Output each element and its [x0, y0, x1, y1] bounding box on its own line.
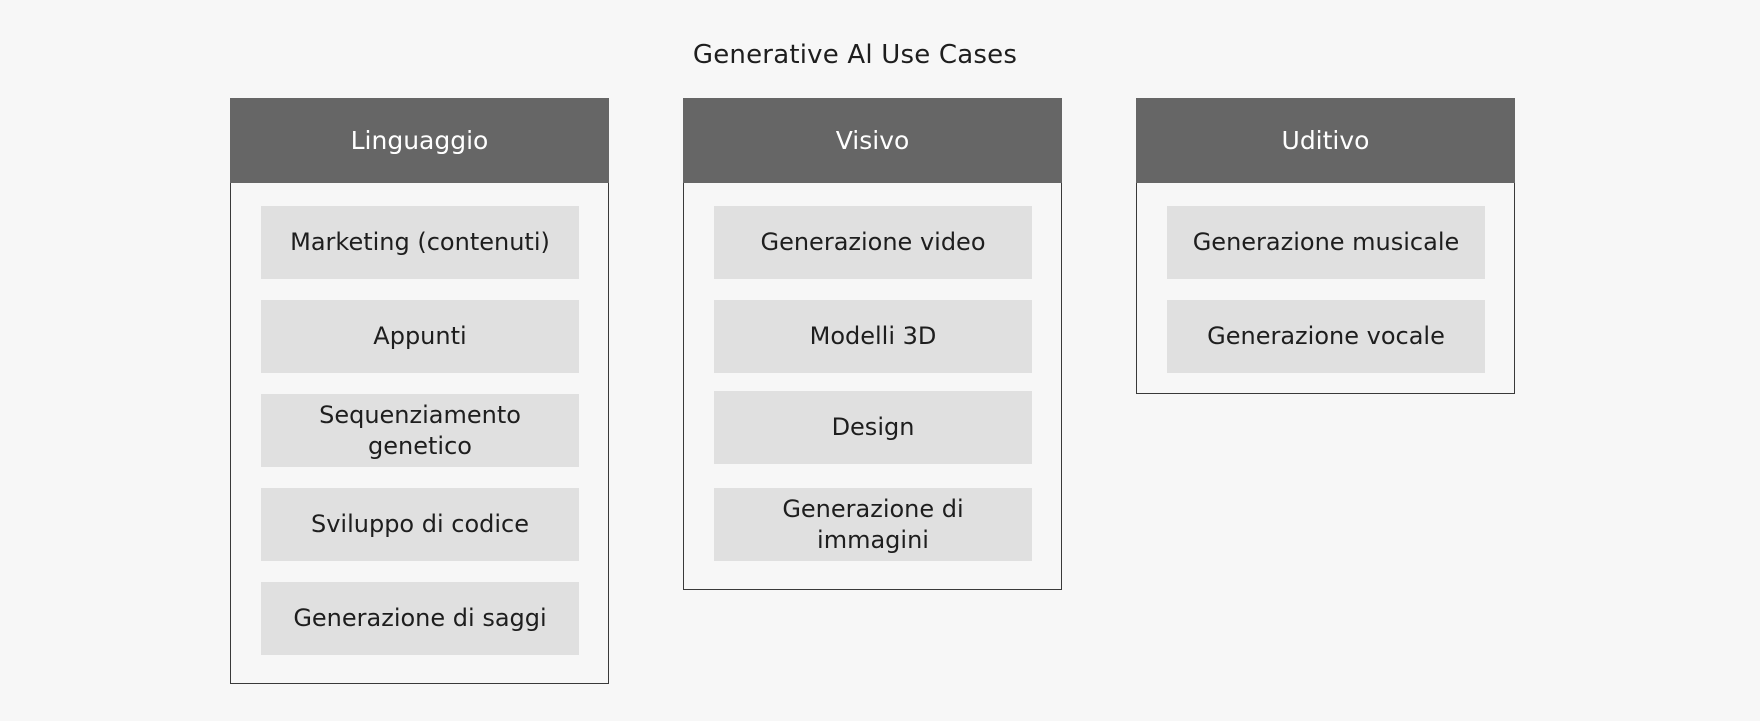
use-case-tile: Generazione di saggi — [261, 582, 579, 655]
use-case-tile: Modelli 3D — [714, 300, 1032, 373]
use-case-tile: Marketing (contenuti) — [261, 206, 579, 279]
column-uditivo: Uditivo Generazione musicale Generazione… — [1136, 98, 1515, 394]
column-header-linguaggio: Linguaggio — [230, 98, 609, 183]
diagram-title: Generative Al Use Cases — [692, 40, 1018, 70]
use-case-tile: Appunti — [261, 300, 579, 373]
column-linguaggio: Linguaggio Marketing (contenuti) Appunti… — [230, 98, 609, 684]
column-header-visivo: Visivo — [683, 98, 1062, 183]
use-case-tile: Sviluppo di codice — [261, 488, 579, 561]
use-case-tile: Sequenziamento genetico — [261, 394, 579, 467]
column-header-uditivo: Uditivo — [1136, 98, 1515, 183]
use-case-tile: Generazione musicale — [1167, 206, 1485, 279]
use-case-tile: Generazione di immagini — [714, 488, 1032, 561]
use-case-tile: Generazione vocale — [1167, 300, 1485, 373]
column-visivo: Visivo Generazione video Modelli 3D Desi… — [683, 98, 1062, 590]
use-case-tile: Design — [714, 391, 1032, 464]
use-case-tile: Generazione video — [714, 206, 1032, 279]
